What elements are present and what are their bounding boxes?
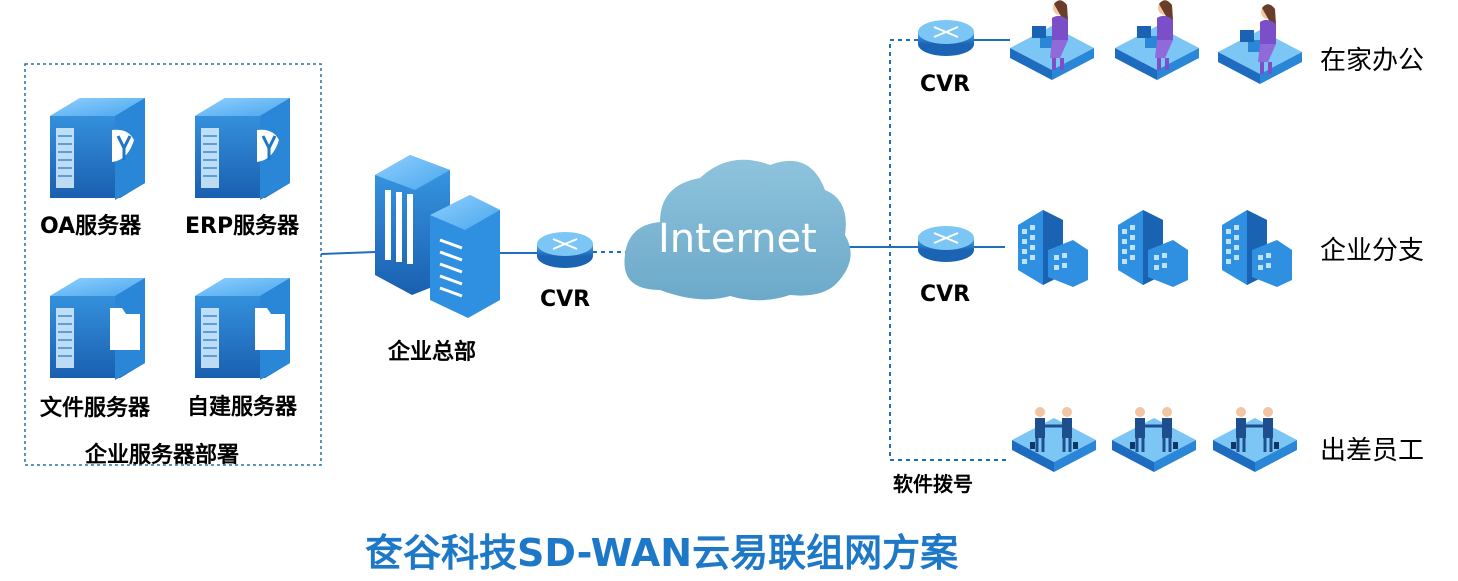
hq-server-icon — [375, 155, 500, 318]
server-panel-label: 企业服务器部署 — [85, 443, 240, 468]
custom-server-label: 自建服务器 — [187, 395, 298, 420]
branch-label: 企业分支 — [1320, 236, 1425, 266]
hq-router-icon — [536, 231, 594, 269]
travel-staff-icon — [1112, 407, 1196, 472]
branch-cvr-label: CVR — [920, 282, 971, 307]
branch-building-icon — [1222, 210, 1292, 287]
home-worker-icon — [1115, 0, 1199, 80]
file-server-label: 文件服务器 — [40, 396, 151, 421]
home-worker-icon — [1010, 0, 1094, 80]
erp-server-icon — [194, 97, 291, 201]
internet-label: Internet — [658, 216, 817, 262]
internet-cloud-icon — [624, 159, 851, 301]
page-title: 奁谷科技SD-WAN云易联组网方案 — [365, 531, 959, 575]
home-office-label: 在家办公 — [1320, 46, 1425, 76]
file-server-icon — [49, 277, 146, 381]
branch-building-icon — [1018, 210, 1088, 287]
branch-building-icon — [1118, 210, 1188, 287]
home-router-icon — [917, 19, 975, 57]
home-worker-icon — [1218, 4, 1302, 84]
custom-server-icon — [194, 277, 291, 381]
oa-server-icon — [49, 97, 146, 201]
branch-router-icon — [917, 225, 975, 263]
softdial-label: 软件拨号 — [893, 472, 973, 496]
travel-label: 出差员工 — [1320, 436, 1425, 466]
hq-label: 企业总部 — [388, 340, 477, 365]
erp-server-label: ERP服务器 — [185, 214, 300, 239]
travel-staff-icon — [1012, 407, 1096, 472]
travel-staff-icon — [1213, 407, 1297, 472]
home-cvr-label: CVR — [920, 72, 971, 97]
oa-server-label: OA服务器 — [40, 214, 142, 239]
hq-cvr-label: CVR — [540, 287, 591, 312]
dashed-lines — [593, 39, 1010, 461]
